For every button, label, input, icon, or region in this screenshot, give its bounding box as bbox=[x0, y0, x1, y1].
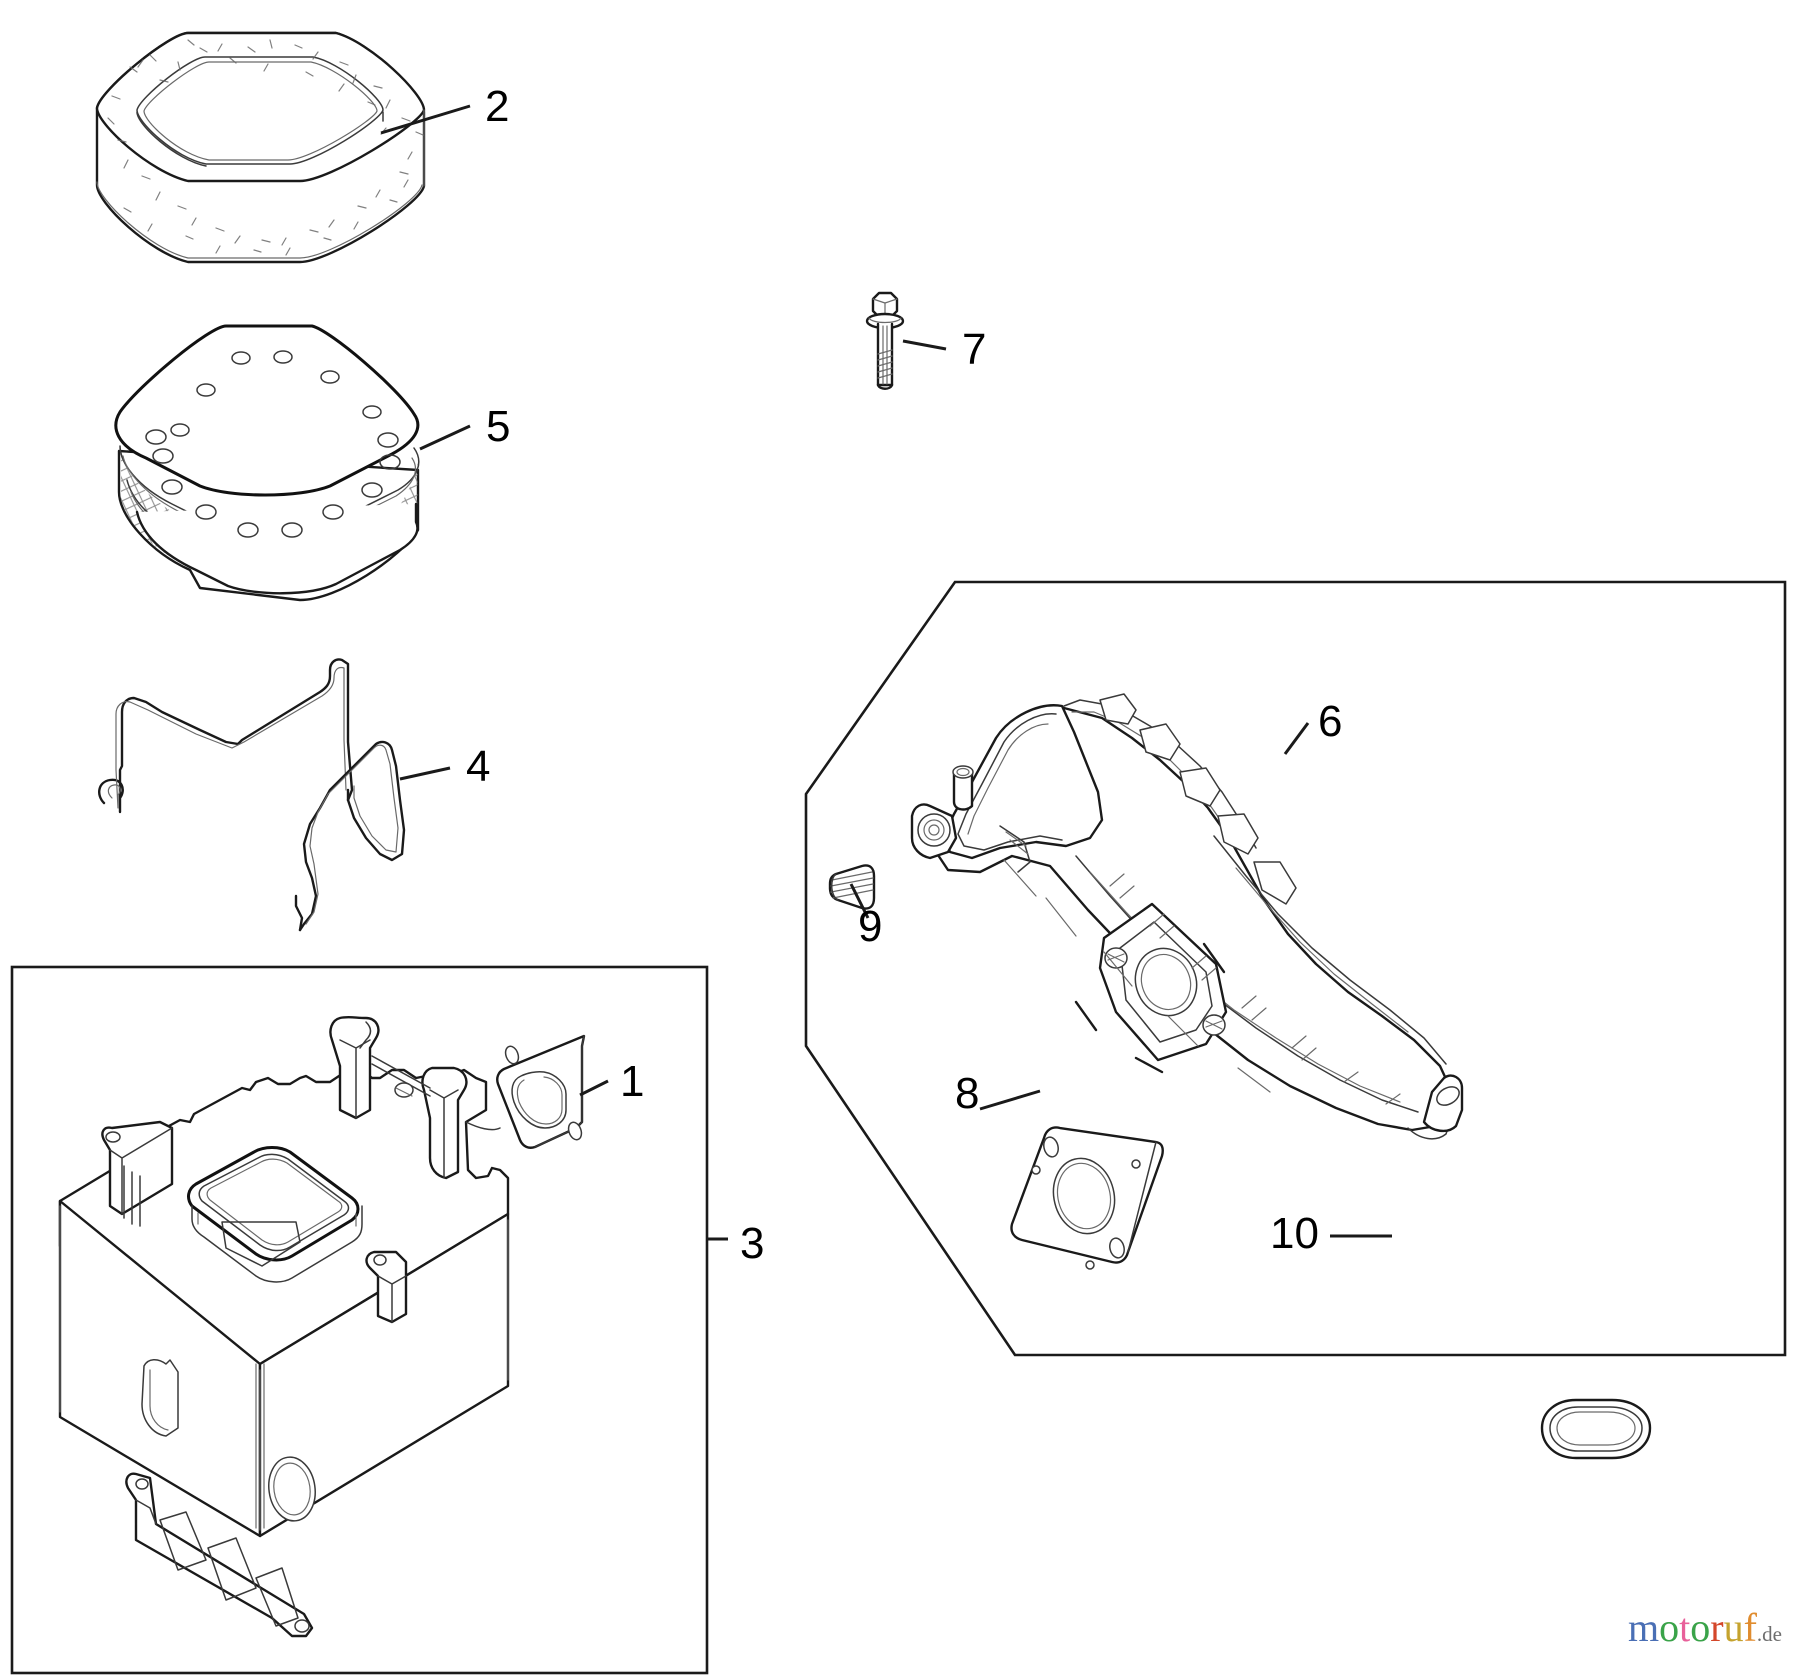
part-air-cleaner-gasket bbox=[496, 1034, 586, 1149]
callout-number-1: 1 bbox=[620, 1057, 645, 1106]
leader-2 bbox=[380, 104, 471, 135]
manifold-outlet-flange bbox=[1074, 902, 1228, 1074]
watermark-letter-m: m bbox=[1628, 1605, 1660, 1650]
watermark-letter-f: f bbox=[1743, 1605, 1757, 1650]
leader-8 bbox=[979, 1089, 1041, 1111]
callout-number-10: 10 bbox=[1270, 1209, 1319, 1258]
watermark-letter-r: r bbox=[1710, 1605, 1724, 1650]
callout-number-4: 4 bbox=[466, 742, 491, 791]
part-precleaner-foam-element bbox=[95, 31, 426, 264]
watermark-letter-t: t bbox=[1679, 1605, 1691, 1650]
leader-lines bbox=[380, 104, 1392, 1241]
watermark-tld: .de bbox=[1756, 1622, 1782, 1646]
part-6-group-frame bbox=[804, 580, 1787, 1357]
part-air-cleaner-base-assembly bbox=[58, 1015, 510, 1638]
callout-number-5: 5 bbox=[486, 402, 511, 451]
part-3-group-frame bbox=[10, 965, 709, 1675]
callout-number-9: 9 bbox=[858, 902, 883, 951]
part-intake-manifold-oval-seal bbox=[1540, 1398, 1652, 1460]
motoruf-watermark: motoruf.de bbox=[1628, 1608, 1782, 1648]
callout-number-2: 2 bbox=[485, 82, 510, 131]
part-wire-retainer-clip bbox=[98, 658, 406, 932]
callout-number-8: 8 bbox=[955, 1069, 980, 1118]
leader-4 bbox=[399, 766, 451, 781]
leader-6 bbox=[1283, 722, 1310, 755]
callout-number-7: 7 bbox=[962, 325, 987, 374]
leader-9 bbox=[849, 883, 870, 919]
watermark-letter-o2: o bbox=[1690, 1605, 1711, 1650]
watermark-letter-u: u bbox=[1723, 1605, 1744, 1650]
leader-1 bbox=[579, 1079, 609, 1097]
leader-5 bbox=[419, 424, 471, 451]
watermark-letter-o1: o bbox=[1659, 1605, 1680, 1650]
part-hex-flange-bolt bbox=[865, 291, 905, 390]
callout-number-3: 3 bbox=[740, 1219, 765, 1268]
callout-number-6: 6 bbox=[1318, 697, 1343, 746]
part-intake-manifold-assembly bbox=[910, 693, 1464, 1140]
part-carburetor-mounting-gasket bbox=[1010, 1126, 1164, 1270]
part-air-filter-cartridge bbox=[114, 324, 420, 602]
leader-7 bbox=[902, 339, 947, 351]
